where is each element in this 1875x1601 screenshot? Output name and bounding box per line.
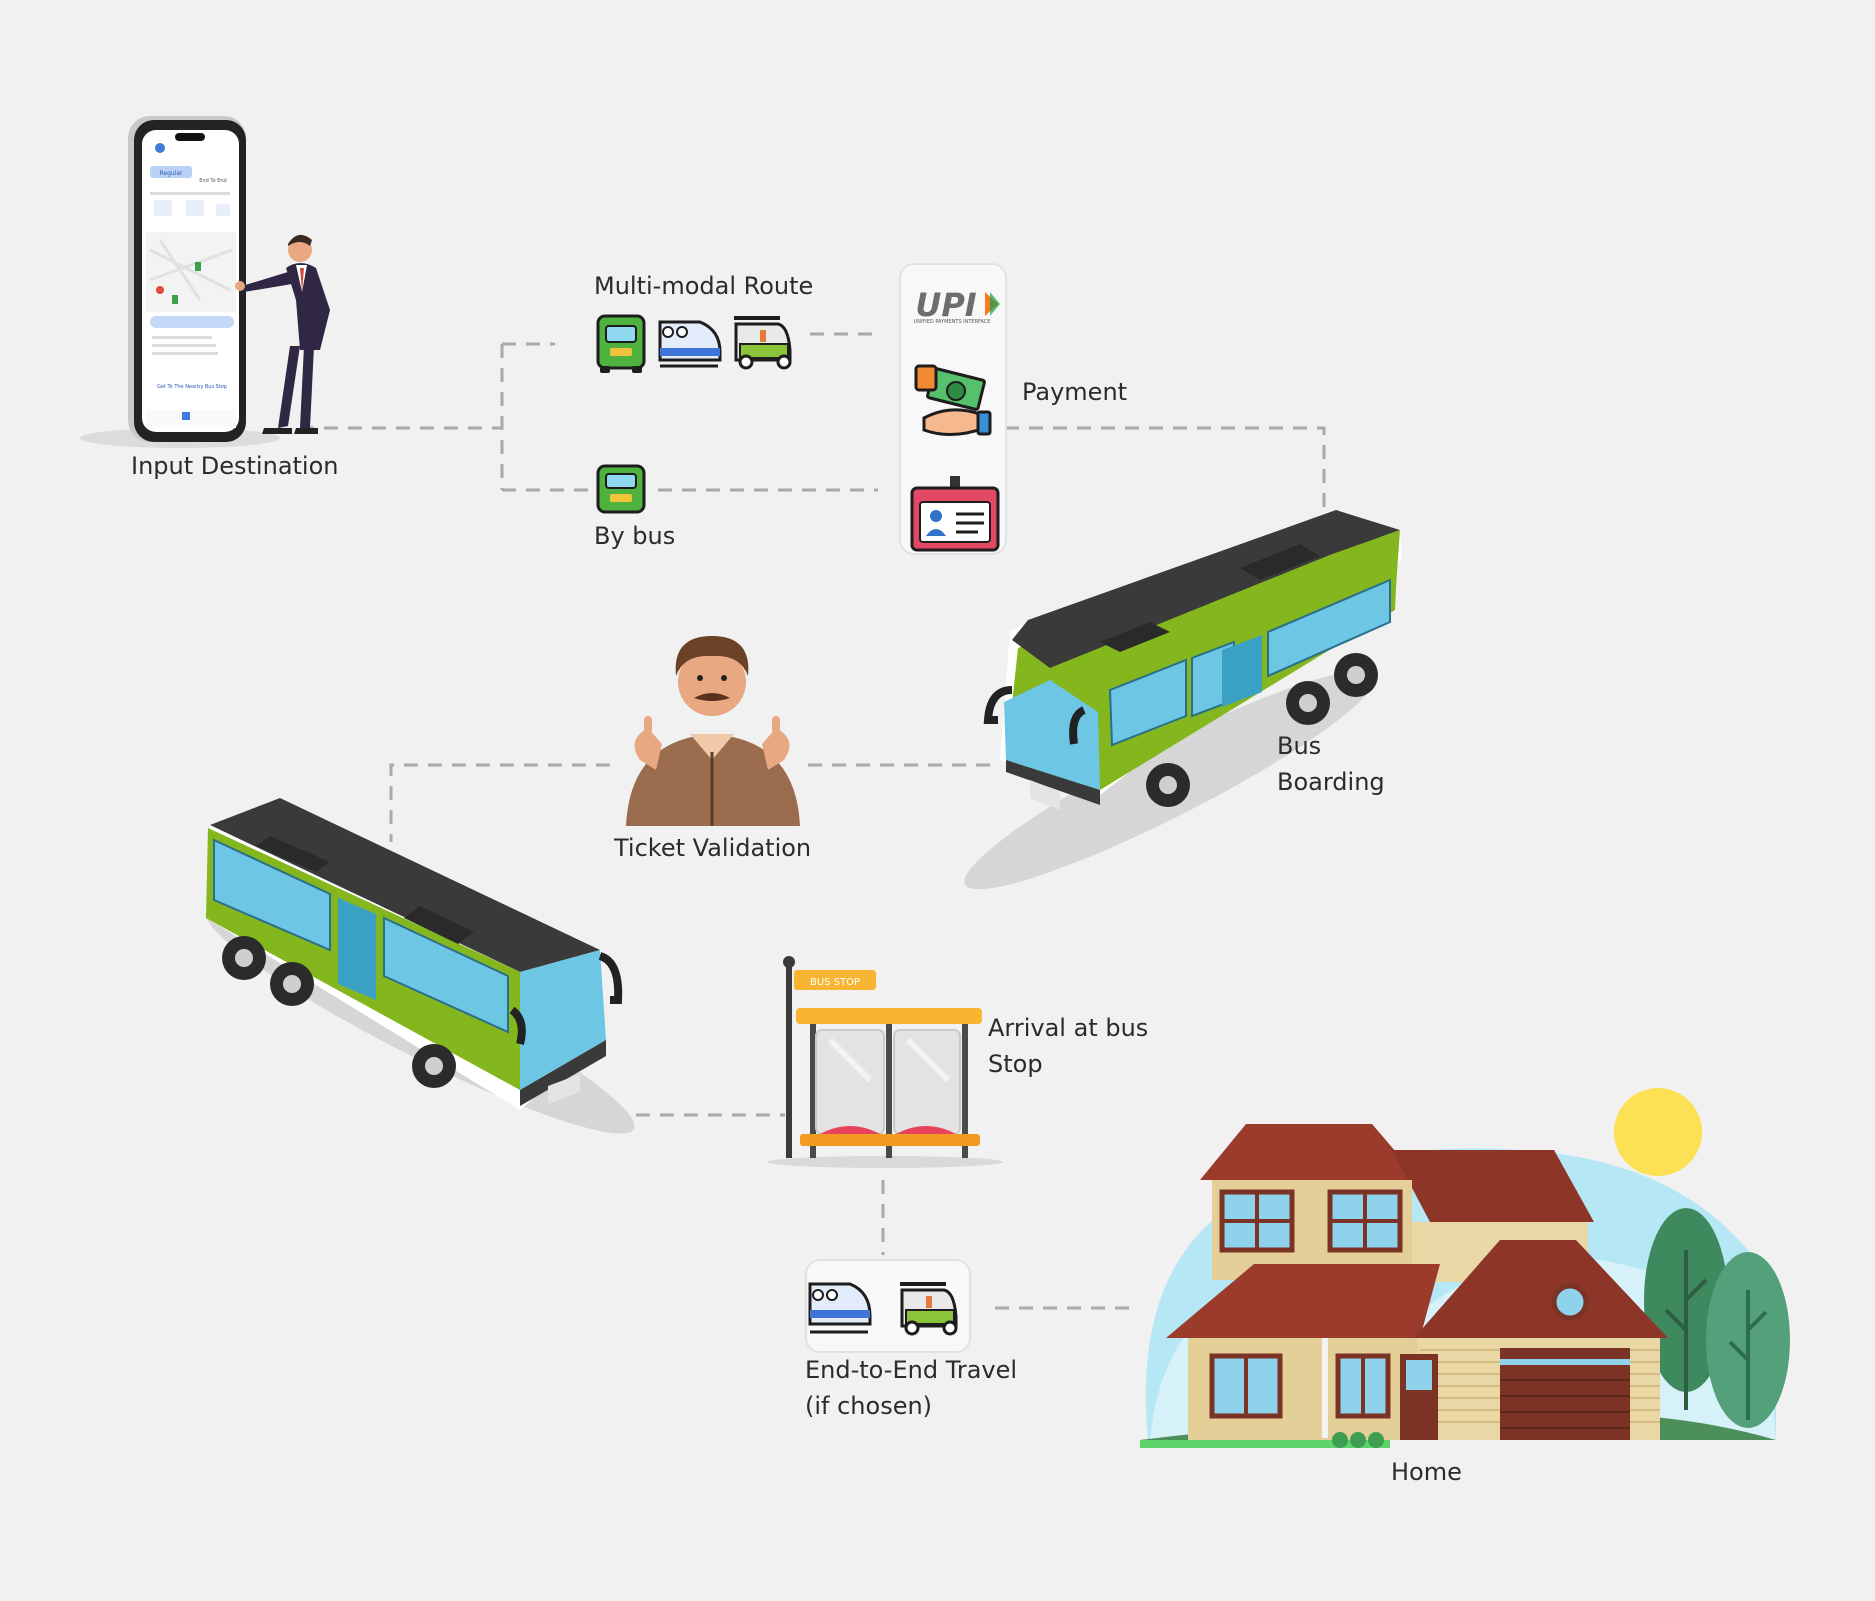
home-label: Home (1391, 1458, 1462, 1486)
smartphone-icon: Regular End To End Get To The Nearby Bus… (80, 116, 280, 448)
end-to-end-label-line1: End-to-End Travel (805, 1356, 1018, 1384)
by-bus-label: By bus (594, 522, 676, 550)
train-icon (808, 1282, 872, 1334)
multi-modal-route-label: Multi-modal Route (594, 272, 814, 300)
house-icon (1140, 1124, 1668, 1448)
arrival-bus (205, 798, 635, 1134)
train-icon (658, 320, 722, 368)
cash-payment-icon (914, 364, 992, 436)
sun-icon (1614, 1088, 1702, 1176)
businessman-icon (235, 234, 330, 434)
phone-tab-regular: Regular (159, 170, 183, 177)
home-scene (1140, 1088, 1790, 1448)
end-to-end-label-line2: (if chosen) (805, 1392, 933, 1420)
arrival-label-line2: Stop (988, 1050, 1043, 1078)
bus-stop-sign-text: BUS STOP (810, 977, 860, 988)
connector-phone-to-routes (300, 342, 590, 492)
bus-boarding-bus (964, 510, 1402, 890)
upi-logo-icon: UPI UNIFIED PAYMENTS INTERFACE (914, 286, 1000, 325)
bus-boarding-label-line1: Bus (1277, 732, 1322, 760)
phone-tab-end-to-end: End To End (199, 178, 226, 184)
bus-icon (596, 464, 646, 514)
auto-rickshaw-icon (900, 1282, 958, 1336)
ticket-validation-label: Ticket Validation (614, 834, 812, 862)
tree-icon (1644, 1208, 1790, 1428)
phone-cta: Get To The Nearby Bus Stop (157, 384, 227, 390)
connector-validation-to-bus (389, 763, 610, 842)
upi-subtitle: UNIFIED PAYMENTS INTERFACE (914, 319, 991, 325)
bus-icon (596, 314, 646, 373)
payment-label: Payment (1022, 378, 1128, 406)
connector-payment-to-boarding (1005, 426, 1326, 512)
bus-stop-icon: BUS STOP (767, 956, 1003, 1168)
input-destination-label: Input Destination (131, 452, 339, 480)
auto-rickshaw-icon (734, 316, 792, 370)
arrival-label-line1: Arrival at bus (988, 1014, 1149, 1042)
man-thumbs-up-icon (626, 636, 800, 826)
upi-logo-text: UPI (915, 286, 976, 324)
id-card-icon (910, 476, 1000, 552)
bus-boarding-label-line2: Boarding (1277, 768, 1385, 796)
